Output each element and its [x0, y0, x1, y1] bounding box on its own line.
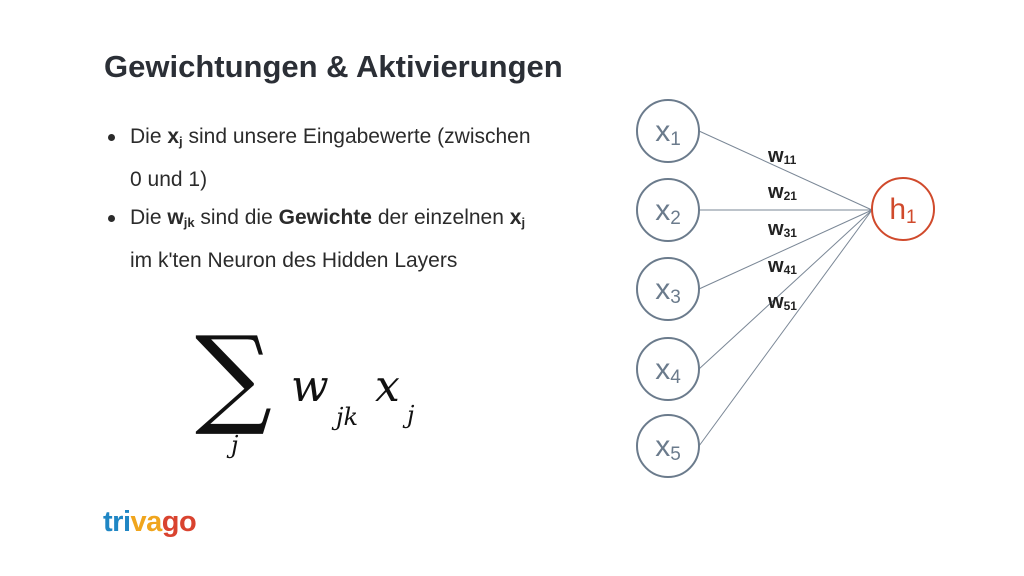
input-node-label: x2 — [655, 194, 681, 229]
symbol-x: x — [167, 125, 180, 148]
bullet-text: sind unsere Eingabewerte (zwischen 0 und… — [130, 125, 531, 191]
sum-index: j — [231, 431, 239, 459]
edge-line — [698, 209, 873, 290]
input-node-5 — [636, 414, 700, 478]
sigma-symbol: ∑ — [195, 314, 273, 439]
input-node-label-base: x — [655, 194, 670, 227]
weight-label-base: w — [767, 218, 784, 240]
bullet-list: Die xj sind unsere Eingabewerte (zwische… — [104, 118, 544, 280]
input-node-label: x4 — [655, 353, 681, 388]
slide-title: Gewichtungen & Aktivierungen — [104, 49, 563, 84]
input-node-label-subscript: 1 — [670, 129, 681, 150]
sum-formula: ∑ j w jk x j — [195, 323, 455, 475]
symbol-x: x — [509, 206, 522, 229]
weight-label-base: w — [767, 145, 784, 167]
weight-label-subscript: 11 — [784, 153, 797, 167]
weight-label-base: w — [767, 181, 784, 203]
input-node-label-subscript: 4 — [670, 367, 681, 388]
logo-part-go: go — [161, 506, 197, 538]
weight-label: w31 — [767, 218, 797, 240]
edge-line — [698, 209, 873, 370]
logo-part-va: va — [130, 506, 163, 538]
weight-label-subscript: 31 — [784, 226, 798, 240]
bullet-item-inputs: Die xj sind unsere Eingabewerte (zwische… — [104, 118, 544, 199]
bullet-text: sind die — [194, 206, 279, 229]
formula-x-subscript: j — [407, 401, 415, 429]
input-node-label: x1 — [655, 115, 681, 150]
weight-label: w21 — [767, 181, 797, 203]
bullet-text: Die — [130, 125, 168, 148]
logo-part-tri: tri — [103, 506, 131, 538]
input-node-label-base: x — [655, 353, 670, 386]
input-node-4 — [636, 337, 700, 401]
symbol-subscript: jk — [183, 215, 195, 230]
bullet-item-weights: Die wjk sind die Gewichte der einzelnen … — [104, 199, 544, 280]
input-node-label: x5 — [655, 430, 681, 465]
input-node-1 — [636, 99, 700, 163]
weight-label-subscript: 41 — [784, 263, 798, 277]
trivago-logo: trivago — [103, 506, 197, 538]
weight-label-base: w — [767, 291, 784, 313]
output-node-label: h1 — [889, 193, 916, 228]
symbol-subscript: j — [179, 134, 183, 149]
weight-label-subscript: 21 — [784, 189, 798, 203]
output-node-label-subscript: 1 — [906, 207, 917, 228]
weight-label: w11 — [767, 145, 797, 167]
input-node-label-subscript: 3 — [670, 287, 681, 308]
weight-label: w41 — [767, 255, 797, 277]
bullet-bold-text: Gewichte — [278, 206, 372, 229]
formula-x: x — [375, 361, 400, 412]
weight-label-base: w — [767, 255, 784, 277]
bullet-text: Die — [130, 206, 168, 229]
output-node — [871, 177, 935, 241]
formula-w-subscript: jk — [336, 403, 358, 431]
formula-w: w — [291, 361, 329, 412]
output-node-label-base: h — [889, 193, 906, 226]
input-node-label-base: x — [655, 115, 670, 148]
bullet-text: der einzelnen — [371, 206, 510, 229]
input-node-label: x3 — [655, 273, 681, 308]
weight-label-subscript: 51 — [784, 299, 798, 313]
symbol-subscript: j — [521, 215, 526, 230]
input-node-3 — [636, 257, 700, 321]
input-node-2 — [636, 178, 700, 242]
edge-line — [698, 130, 873, 211]
input-node-label-base: x — [655, 273, 670, 306]
input-node-label-subscript: 5 — [670, 444, 681, 465]
weight-label: w51 — [767, 291, 797, 313]
input-node-label-base: x — [655, 430, 670, 463]
symbol-w: w — [167, 206, 184, 229]
bullet-text: im k'ten Neuron des Hidden Layers — [130, 249, 458, 272]
input-node-label-subscript: 2 — [670, 208, 681, 229]
edge-line — [698, 209, 873, 447]
